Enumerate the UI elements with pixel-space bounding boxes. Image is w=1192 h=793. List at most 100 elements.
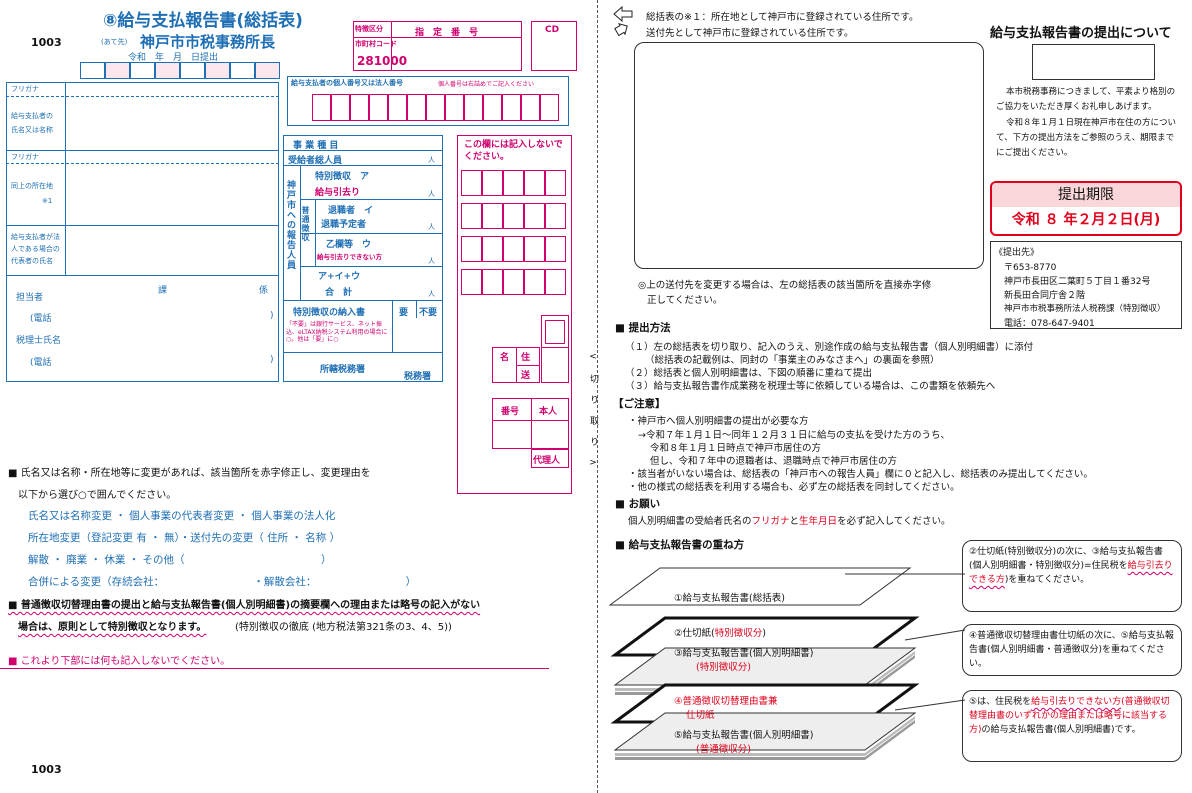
cut-line <box>597 0 598 793</box>
method-2: （２）総括表と個人別明細書は、下図の順番に重ねて提出 <box>625 368 873 379</box>
no-entry-label: この欄には記入しないでください。 <box>464 140 563 162</box>
change-address-note-1: ◎上の送付先を変更する場合は、左の総括表の該当箇所を直接赤字修 <box>638 280 932 291</box>
reference-box <box>1032 44 1155 80</box>
accountant-label: 税理士氏名 <box>16 336 62 346</box>
payer-name-label-1: 給与支払者の <box>11 112 53 120</box>
caution-heading: 【ご注意】 <box>613 398 666 410</box>
number-label: 番号 <box>501 407 520 417</box>
special-label: 特別徴収 ア <box>315 172 370 182</box>
deadline-box: 提出期限 令和 ８ 年２月２日(月) <box>990 181 1182 236</box>
office-use-block <box>457 135 572 494</box>
tax-office-label: 所轄税務署 <box>320 365 366 375</box>
stack-heading: ■ 給与支払報告書の重ね方 <box>615 539 745 551</box>
city-code: 281000 <box>357 54 408 68</box>
cd-box[interactable] <box>531 21 577 71</box>
designated-number-label: 指 定 番 号 <box>415 28 479 38</box>
no-write-note: ■ これより下部には何も記入しないでください。 <box>8 656 231 667</box>
special-collection-label: 特徴区分 <box>355 25 383 33</box>
ordinary-heading: ■ 普通徴収切替理由書の提出と給与支払報告書(個人別明細書)の摘要欄への理由また… <box>8 600 481 611</box>
sheet-4-label: ④普通徴収切替理由書兼 <box>674 696 778 707</box>
request-kana: フリガナ <box>751 516 790 527</box>
sheet-4-sub: 仕切紙 <box>686 710 715 721</box>
method-1: （１）左の総括表を切り取り、記入のうえ、別途作成の給与支払報告書（個人別明細書）… <box>625 342 1034 353</box>
sheet-5-sub: (普通徴収分) <box>696 744 751 755</box>
payer-name-label-2: 氏名又は名称 <box>11 126 53 134</box>
payer-number-cells[interactable] <box>312 94 559 121</box>
address-label-1: 同上の所在地 <box>11 182 53 190</box>
callout-2: ④普通徴収切替理由書仕切紙の次に、⑤給与支払報告書(個人別明細書・普通徴収分)を… <box>962 624 1182 676</box>
payer-number-note: 個人番号は右詰めでご記入ください <box>438 81 535 88</box>
designated-number-box <box>353 21 522 71</box>
send-address-window <box>634 42 984 269</box>
caution-1b: 令和８年１月１日時点で神戸市居住の方 <box>650 443 822 454</box>
addressee-prefix: (あて先) <box>101 38 128 46</box>
rep-label-1: 給与支払者が法 <box>11 233 60 241</box>
change-heading: ■ 氏名又は名称・所在地等に変更があれば、該当箇所を赤字修正し、変更理由を <box>8 468 371 479</box>
cd-label: CD <box>545 25 560 35</box>
change-option-4[interactable]: 合併による変更（存続会社： ・解散会社： ） <box>28 576 417 588</box>
form-code: 1003 <box>31 36 62 49</box>
callout-1: ②仕切紙(特別徴収分)の次に、③給与支払報告書(個人別明細書・特別徴収分)=住民… <box>962 540 1182 612</box>
section-label: 課 <box>158 286 168 296</box>
request-birth: 生年月日 <box>799 516 838 527</box>
change-option-2[interactable]: 所在地変更（登記変更 有 ・ 無）・送付先の変更（ 住所 ・ 名称 ） <box>28 532 341 544</box>
sheet-2-label: ②仕切紙(特別徴収分) <box>674 628 766 639</box>
about-paragraph-2: 令和８年１月１日現在神戸市在住の方について、下方の提出方法をご参照のうえ、期限ま… <box>996 118 1177 158</box>
submission-date: 令和 年 月 日提出 <box>128 53 219 63</box>
destination-phone: 電話：078-647-9401 <box>1004 319 1095 329</box>
caution-1a: →令和７年１月１日～同年１２月３１日に給与の支払を受けた方のうち、 <box>638 430 950 441</box>
special-sub: 給与引去り <box>315 188 361 198</box>
sheet-3-sub: (特別徴収分) <box>696 662 751 673</box>
deadline-label: 提出期限 <box>992 183 1180 207</box>
arrow-left-icon <box>613 5 633 37</box>
otsu-sub: 給与引去りできない方 <box>317 253 382 261</box>
ordinary-heading-3: (特別徴収の徹底 (地方税法第321条の3、4、5)) <box>235 622 452 633</box>
caution-3: ・他の様式の総括表を利用する場合も、必ず左の総括表を同封してください。 <box>628 482 960 493</box>
total-label: ア+イ+ウ <box>318 272 361 282</box>
unit-label: 係 <box>259 286 269 296</box>
date-cells[interactable] <box>80 62 280 79</box>
destination-box <box>990 241 1182 329</box>
callout-3: ⑤は、住民税を給与引去りできない方(普通徴収切替理由書のいずれかの理由または略号… <box>962 690 1182 762</box>
payer-info-block <box>6 82 279 382</box>
form-title: ⑧給与支払報告書(総括表) <box>103 11 303 31</box>
rep-label-2: 人である場合の <box>11 245 60 253</box>
otsu-label: 乙欄等 ウ <box>326 240 372 250</box>
payment-note: 「不要」は銀行サービス、ネット振込、eLTAX納税システム利用の場合に○。他は「… <box>286 321 388 343</box>
no-need-option[interactable]: 不要 <box>419 308 438 318</box>
destination-building: 新長田合同庁舎２階 <box>1004 291 1086 301</box>
bottom-form-code: 1003 <box>31 763 62 776</box>
payment-doc-label: 特別徴収の納入書 <box>293 308 366 318</box>
deadline-date: 令和 ８ 年２月２日(月) <box>1011 212 1161 228</box>
sheet-5-label: ⑤給与支払報告書(個人別明細書) <box>674 730 814 741</box>
agent-label: 代理人 <box>533 456 561 466</box>
contact-label: 担当者 <box>16 293 44 303</box>
send-address-note: 送付先として神戸市に登録されている住所です。 <box>646 28 854 39</box>
ordinary-heading-2: 場合は、原則として特別徴収となります。 <box>18 622 207 633</box>
need-option[interactable]: 要 <box>399 308 409 318</box>
destination-zip: 〒653-8770 <box>1004 263 1057 273</box>
sheet-1-label: ①給与支払報告書(総括表) <box>674 593 785 604</box>
about-paragraph-1: 本市税務事務につきまして、平素より格別のご協力をいただき厚くお礼申しあげます。 <box>996 87 1176 112</box>
name-label: 名 <box>500 353 510 363</box>
furigana-label-1: フリガナ <box>11 85 39 93</box>
ordinary-label: 普通徴収 <box>301 206 310 242</box>
address-short-label: 住 <box>521 353 531 363</box>
send-label: 送 <box>521 371 531 381</box>
phone-close-2: ) <box>270 355 274 365</box>
kobe-report-label: 神戸市への報告人員 <box>285 180 295 270</box>
change-option-3[interactable]: 解散 ・ 廃業 ・ 休業 ・ その他（ ） <box>28 554 332 566</box>
about-title: 給与支払報告書の提出について <box>990 26 1172 41</box>
payer-number-label: 給与支払者の個人番号又は法人番号 <box>291 79 403 87</box>
request-heading: ■ お願い <box>615 498 661 510</box>
method-1b: （総括表の記載例は、同封の「事業主のみなさまへ」の裏面を参照） <box>645 355 940 366</box>
change-option-1[interactable]: 氏名又は名称変更 ・ 個人事業の代表者変更 ・ 個人事業の法人化 <box>28 510 336 522</box>
destination-address: 神戸市長田区二葉町５丁目１番32号 <box>1004 277 1151 287</box>
destination-office: 神戸市市税事務所法人税務課（特別徴収） <box>1004 304 1166 314</box>
method-3: （３）給与支払報告書作成業務を税理士等に依頼している場合は、この書類を依頼先へ <box>625 381 996 392</box>
city-code-label: 市町村コード <box>355 40 397 48</box>
retiree-label: 退職者 イ <box>328 206 374 216</box>
caution-1c: 但し、令和７年中の退職者は、退職時点で神戸市居住の方 <box>650 456 898 467</box>
furigana-label-2: フリガナ <box>11 153 39 161</box>
total-sub: 合 計 <box>325 288 353 298</box>
